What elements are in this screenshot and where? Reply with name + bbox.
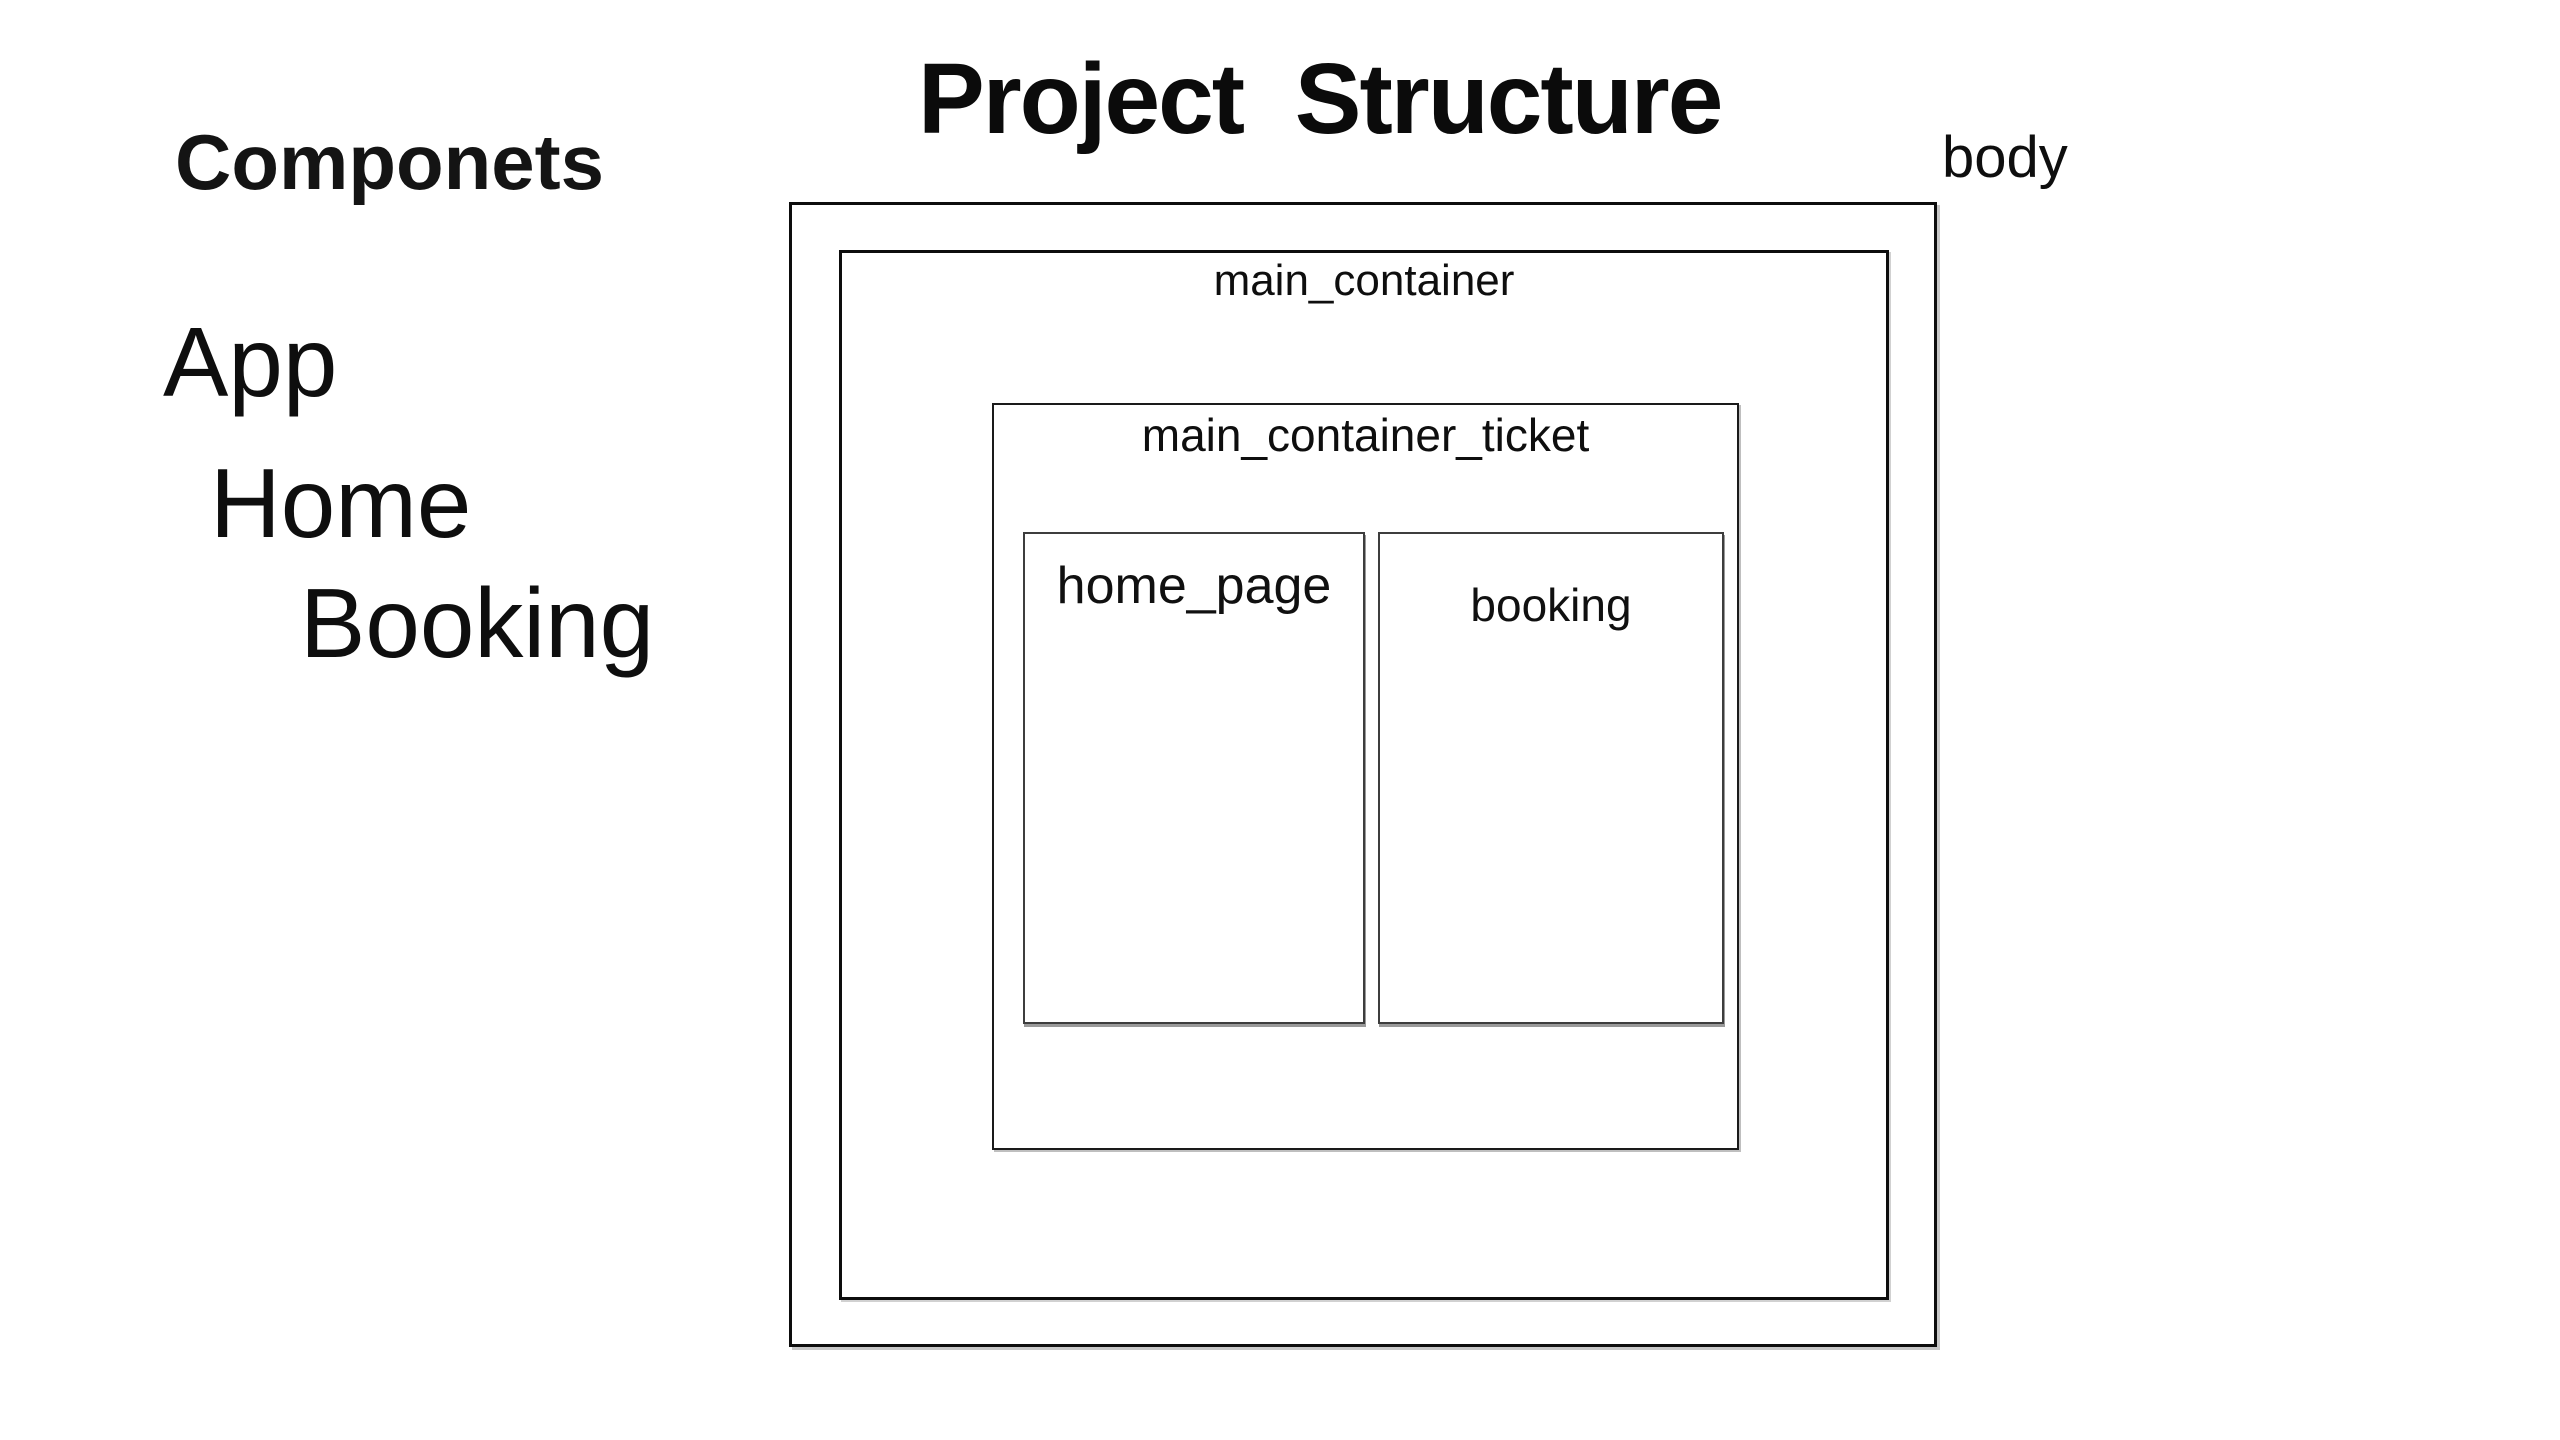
body-box-label: body <box>1942 125 2068 190</box>
booking-box: booking <box>1378 532 1724 1024</box>
home-page-label: home_page <box>1056 557 1332 615</box>
main-container-ticket-label: main_container_ticket <box>1141 409 1590 461</box>
page-title: Project Structure <box>918 43 1723 155</box>
body-box: main_container main_container_ticket hom… <box>789 202 1937 1347</box>
components-heading: Componets <box>175 118 604 206</box>
main-container-ticket-box: main_container_ticket home_page booking <box>992 403 1739 1150</box>
main-container-label: main_container <box>1213 256 1515 305</box>
component-item-booking: Booking <box>300 568 655 678</box>
home-page-box: home_page <box>1023 532 1365 1024</box>
main-container-box: main_container main_container_ticket hom… <box>839 250 1889 1300</box>
component-item-home: Home <box>210 448 472 558</box>
booking-label: booking <box>1470 579 1632 631</box>
component-item-app: App <box>163 307 338 417</box>
